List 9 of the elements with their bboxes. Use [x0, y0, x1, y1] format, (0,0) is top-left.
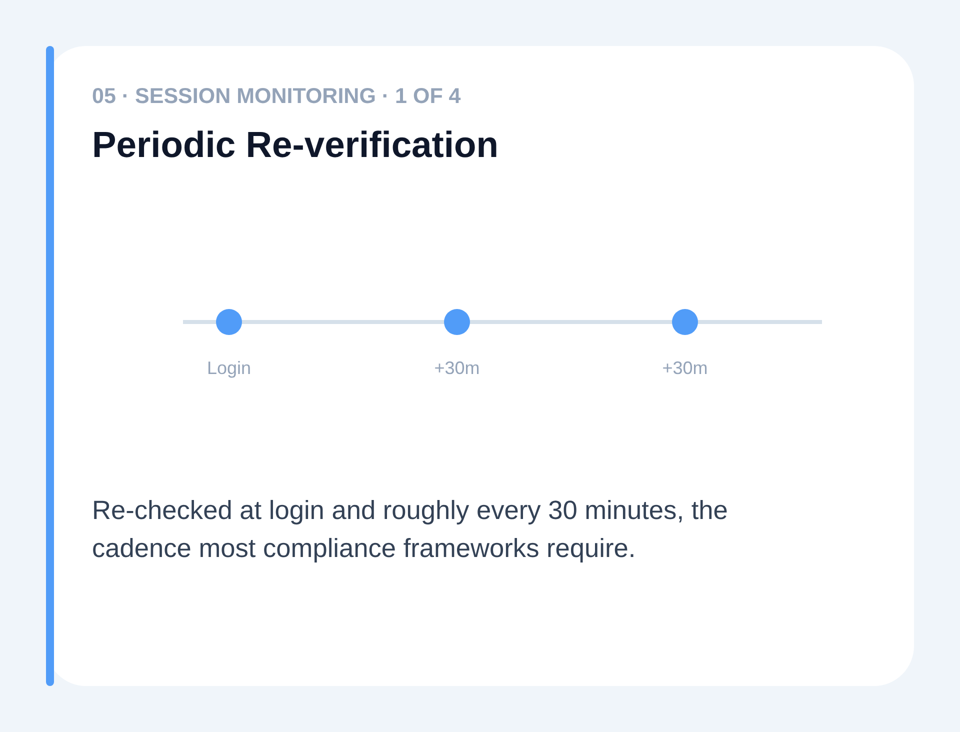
timeline-dot [672, 309, 698, 335]
timeline-label: +30m [434, 358, 480, 378]
timeline-dot [216, 309, 242, 335]
timeline-label: +30m [662, 358, 708, 378]
timeline-dot [444, 309, 470, 335]
section-eyebrow: 05 · SESSION MONITORING · 1 OF 4 [92, 84, 461, 108]
description-text: Re-checked at login and roughly every 30 minutes, the cadence most compliance frameworks require. [92, 494, 729, 565]
timeline-label: Login [206, 358, 252, 378]
slide-title: Periodic Re-verification [92, 123, 498, 167]
